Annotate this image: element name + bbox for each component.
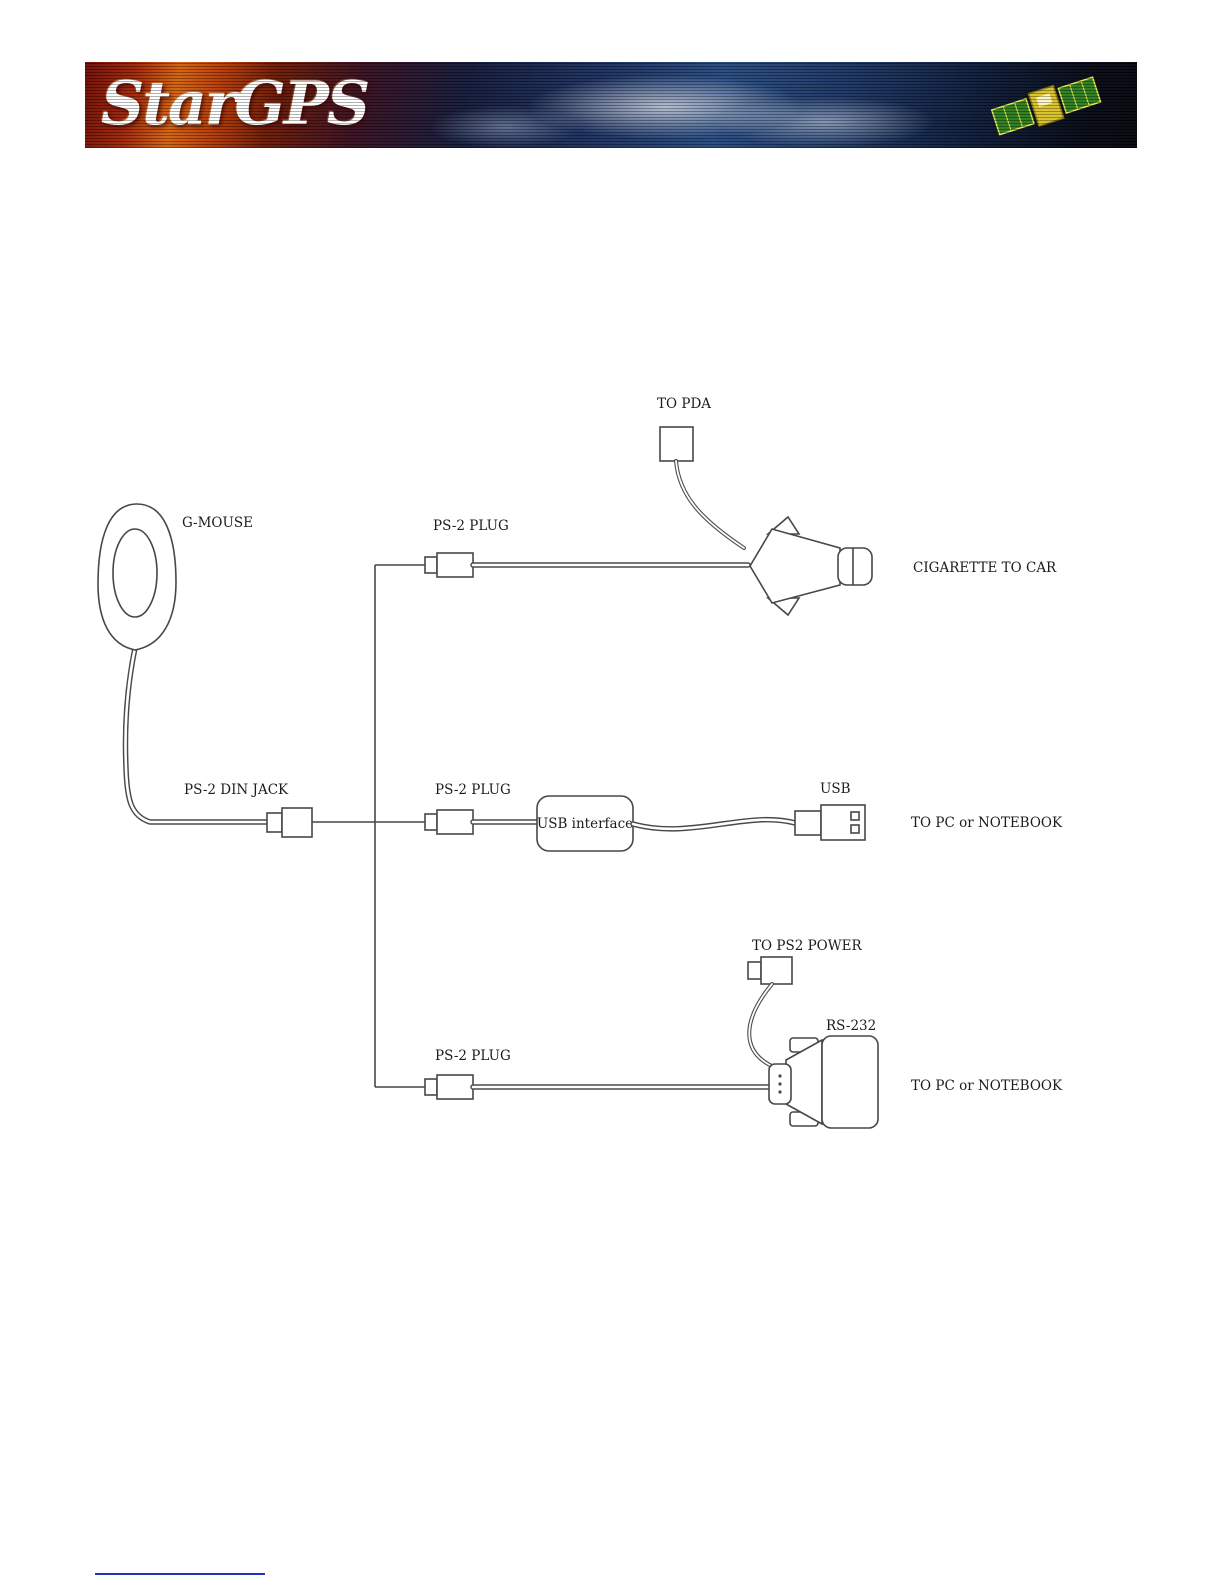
cigarette-label: CIGARETTE TO CAR: [913, 560, 1057, 576]
to-pc-label-bottom: TO PC or NOTEBOOK: [911, 1078, 1063, 1094]
gmouse-label: G-MOUSE: [182, 515, 253, 531]
ps2-power-label: TO PS2 POWER: [752, 938, 862, 954]
usb-label: USB: [820, 781, 851, 797]
to-pda-label: TO PDA: [657, 396, 711, 412]
distribution-lines: [312, 564, 425, 1088]
footer-link-underline[interactable]: [95, 1573, 265, 1575]
gps-mouse: G-MOUSE: [97, 503, 270, 825]
rs232-label: RS-232: [826, 1018, 876, 1034]
ps2-din-jack: PS-2 DIN JACK: [184, 782, 313, 838]
to-pc-label-mid: TO PC or NOTEBOOK: [911, 815, 1063, 831]
plug-label-bottom: PS-2 PLUG: [435, 1048, 511, 1064]
branch-cigarette: PS-2 PLUG TO PDA CIGARETTE TO CAR: [424, 396, 1057, 617]
branch-rs232: PS-2 PLUG TO PS2 POWER RS-232 TO PC or N…: [424, 938, 1063, 1129]
usb-interface-label: USB interface: [537, 816, 633, 832]
plug-label-top: PS-2 PLUG: [433, 518, 509, 534]
branch-usb: PS-2 PLUG USB interface USB TO PC or NOT…: [424, 781, 1063, 852]
satellite-icon: [989, 68, 1109, 146]
din-jack-label: PS-2 DIN JACK: [184, 782, 289, 798]
plug-label-mid: PS-2 PLUG: [435, 782, 511, 798]
brand-logo: StarGPS: [101, 69, 370, 139]
